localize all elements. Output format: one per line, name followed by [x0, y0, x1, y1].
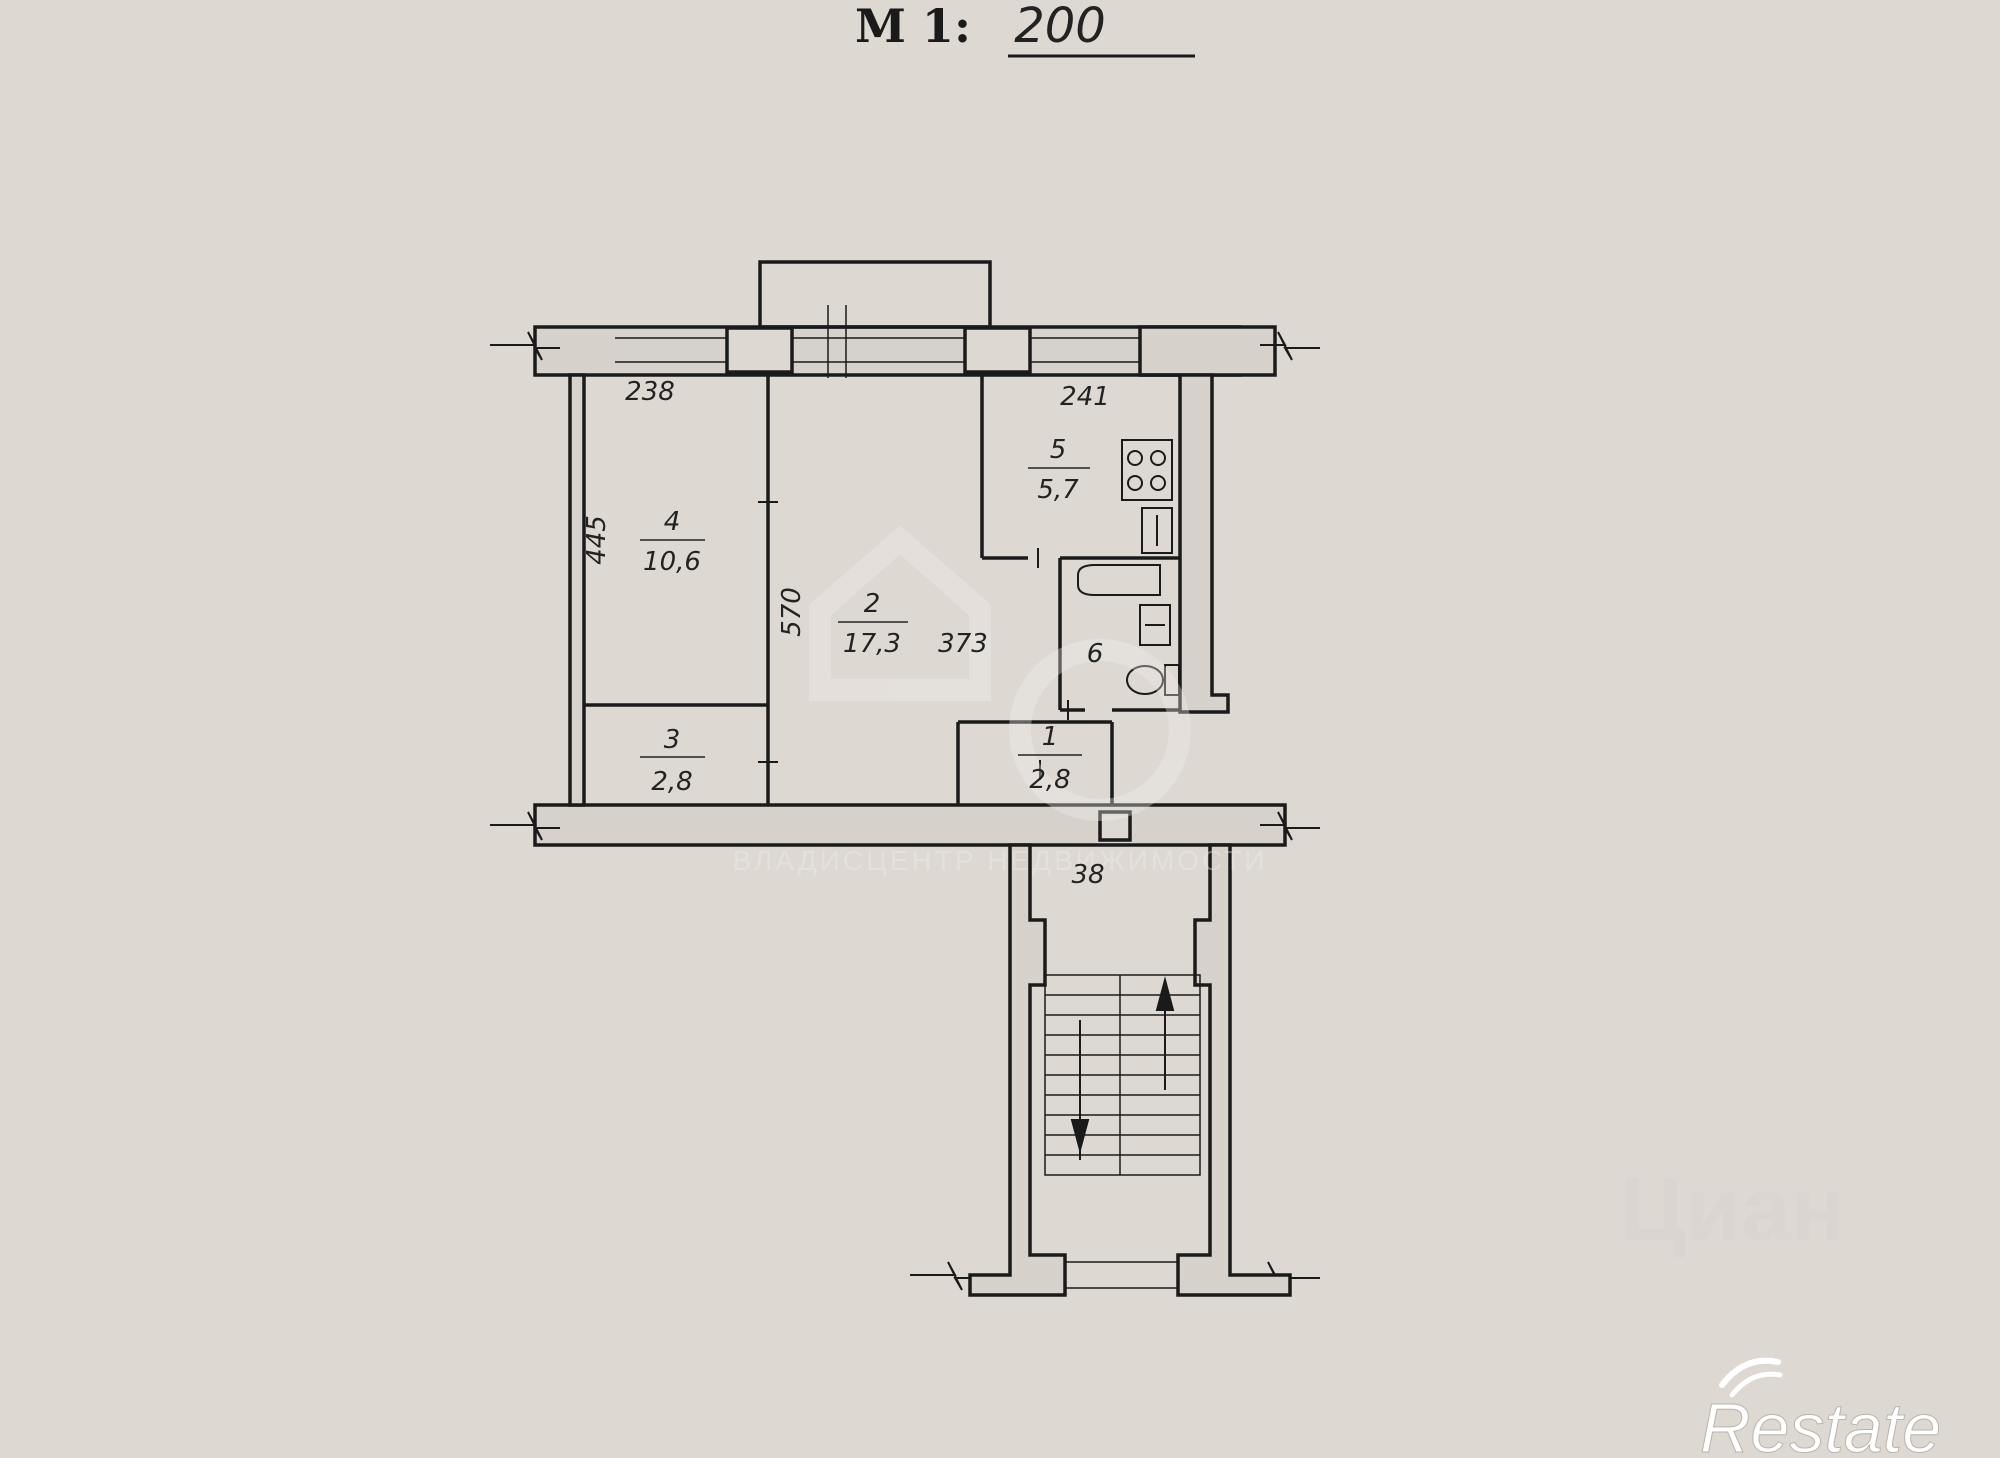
window-pier-2	[963, 326, 1032, 374]
walls	[533, 260, 1287, 847]
stair-wall-left	[968, 843, 1067, 1297]
window-pier-1	[725, 326, 794, 374]
dim-room4-height: 445	[582, 515, 612, 565]
kitchen-sink-icon	[1141, 507, 1173, 554]
dim-entrance: 38	[1071, 860, 1104, 890]
partitions	[584, 375, 1180, 805]
room-1-area: 2,8	[1029, 765, 1070, 795]
dim-room2-height: 570	[777, 587, 807, 637]
dimension-labels: 238 241 445 570 373 38	[582, 377, 1110, 890]
bottom-wall	[533, 803, 1287, 847]
brand-swoosh-icon	[1719, 1357, 1781, 1388]
room-labels: 4 10,6 2 17,3 5 5,7 6 3 2,8 1 2,8	[640, 435, 1103, 797]
room-6-number: 6	[1087, 639, 1104, 669]
stair-wall-right	[1176, 843, 1292, 1297]
stair-arrows	[1070, 976, 1175, 1160]
entrance-column	[1098, 810, 1132, 842]
room-3-area: 2,8	[651, 767, 692, 797]
balcony	[758, 260, 992, 329]
room-2-area: 17,3	[843, 629, 901, 659]
scale-header: М 1: 200	[855, 0, 1195, 58]
left-wall	[568, 373, 586, 807]
faint-watermark-text: Циан	[1620, 1160, 1845, 1260]
top-wall	[533, 325, 1242, 377]
right-wall	[1140, 373, 1230, 714]
door-ticks	[758, 501, 1069, 780]
brand-logo-text: Restate	[1700, 1389, 1941, 1458]
dim-top-right: 241	[1060, 382, 1110, 412]
top-wall-right	[1138, 325, 1277, 377]
dim-room2-width: 373	[938, 629, 988, 659]
room-1-number: 1	[1042, 722, 1059, 752]
toilet-icon	[1126, 664, 1180, 696]
room-5-area: 5,7	[1037, 475, 1079, 505]
stairwell	[968, 810, 1292, 1297]
scale-value: 200	[1014, 0, 1106, 54]
bathtub-icon	[1077, 564, 1161, 596]
room-5-number: 5	[1050, 435, 1067, 465]
stair-window	[1065, 1261, 1178, 1289]
house-logo-icon	[809, 525, 991, 701]
stair-treads	[1044, 974, 1201, 1176]
up-arrow-icon	[1155, 976, 1175, 1011]
down-arrow-icon	[1070, 1119, 1090, 1154]
window-lines	[615, 305, 1140, 378]
agency-watermark-text: ВЛАДИСЦЕНТР НЕДВИЖИМОСТИ	[732, 845, 1267, 876]
room-4-area: 10,6	[643, 547, 701, 577]
brand-logo: Restate	[1700, 1357, 1942, 1458]
agency-watermark: ВЛАДИСЦЕНТР НЕДВИЖИМОСТИ	[732, 525, 1267, 876]
washbasin-icon	[1139, 604, 1171, 646]
dim-top-left: 238	[625, 377, 675, 407]
room-4-number: 4	[664, 507, 681, 537]
room-2-number: 2	[864, 589, 881, 619]
room-3-number: 3	[664, 725, 681, 755]
scale-label: М 1:	[855, 0, 971, 53]
stove-icon	[1121, 439, 1173, 501]
